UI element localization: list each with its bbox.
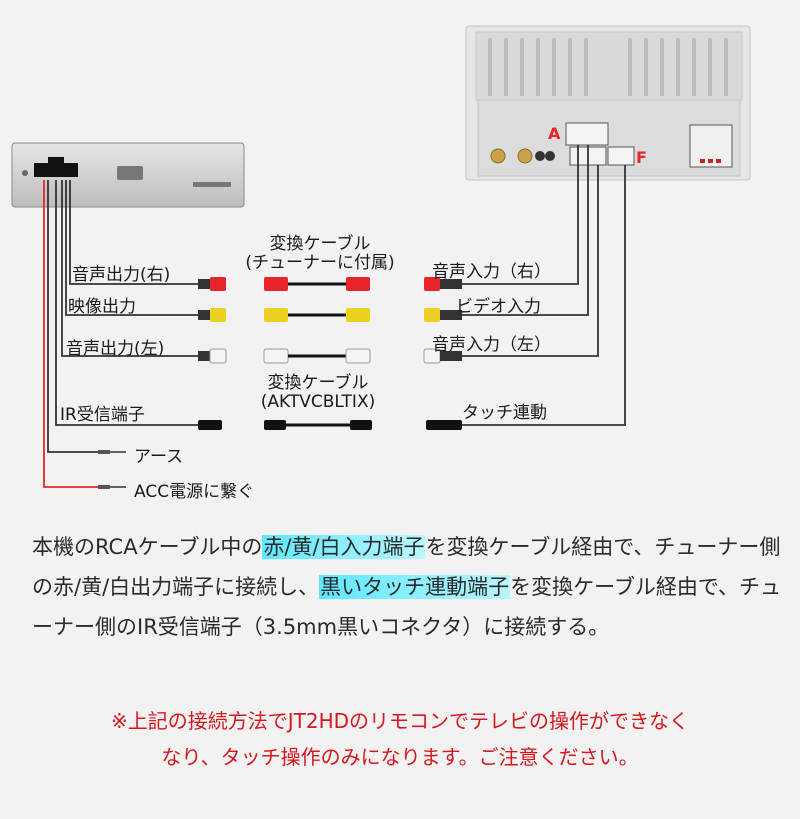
description-part2: を変換ケーブル経由で、チューナー側の赤/黄/白出力端子に接続し、 — [32, 535, 781, 599]
cable1-title: 変換ケーブル (チューナーに付属) — [245, 235, 394, 273]
cable1-line2: (チューナーに付属) — [245, 253, 395, 273]
description-part3: を変換ケーブル経由で、チューナー側のIR受信端子（3.5mm黒いコネクタ）に接続… — [32, 575, 782, 639]
head-plug-red — [424, 277, 462, 291]
label-ir-port: IR受信端子 — [60, 405, 145, 425]
head-unit-wires — [462, 145, 626, 426]
description-part1: 本機のRCAケーブル中の — [32, 535, 263, 559]
cable-white — [263, 348, 371, 364]
label-audio-in-right: 音声入力（右） — [432, 262, 551, 282]
ground-terminal — [98, 450, 126, 454]
label-audio-out-right: 音声出力(右) — [72, 265, 171, 285]
description-paragraph: 本機のRCAケーブル中の赤/黄/白入力端子を変換ケーブル経由で、チューナー側の赤… — [32, 527, 782, 647]
tuner-wires — [43, 180, 200, 488]
head-plug-white — [423, 348, 462, 364]
tuner-box — [11, 142, 245, 208]
port-f-label: F — [636, 148, 647, 167]
tuner-plug-white — [198, 348, 227, 364]
tuner-plug-ir — [198, 420, 222, 430]
cable1-line1: 変換ケーブル — [269, 234, 371, 254]
cable2-line1: 変換ケーブル — [267, 373, 369, 393]
label-video-in: ビデオ入力 — [456, 297, 541, 317]
cable-red — [264, 277, 370, 291]
cable2-line2: (AKTVCBLTIX) — [260, 392, 376, 412]
caution-line2: なり、タッチ操作のみになります。ご注意ください。 — [161, 745, 639, 769]
label-ground: アース — [134, 447, 184, 467]
label-acc-power: ACC電源に繋ぐ — [134, 482, 255, 502]
cable2-title: 変換ケーブル (AKTVCBLTIX) — [261, 374, 375, 412]
head-plug-yellow — [424, 308, 462, 322]
label-touch-link: タッチ連動 — [462, 403, 547, 423]
caution-line1: ※上記の接続方法でJT2HDのリモコンでテレビの操作ができなく — [110, 709, 690, 733]
port-a-label: A — [548, 124, 561, 143]
caution-note: ※上記の接続方法でJT2HDのリモコンでテレビの操作ができなく なり、タッチ操作… — [0, 703, 800, 775]
head-unit — [465, 25, 751, 181]
wiring-diagram: 音声出力(右) 映像出力 音声出力(左) IR受信端子 アース ACC電源に繋ぐ… — [11, 25, 751, 502]
label-video-out: 映像出力 — [68, 297, 136, 317]
head-plug-touch — [426, 420, 462, 430]
tuner-plug-red — [198, 277, 226, 291]
label-audio-in-left: 音声入力（左） — [432, 335, 551, 355]
wiring-svg — [11, 25, 751, 489]
acc-terminal — [98, 485, 126, 489]
cable-ir — [264, 420, 372, 430]
cable-yellow — [264, 308, 370, 322]
label-audio-out-left: 音声出力(左) — [66, 339, 165, 359]
tuner-plug-yellow — [198, 308, 226, 322]
highlight-input-ports: 赤/黄/白入力端子 — [262, 535, 426, 559]
highlight-touch-port: 黒いタッチ連動端子 — [319, 575, 511, 599]
